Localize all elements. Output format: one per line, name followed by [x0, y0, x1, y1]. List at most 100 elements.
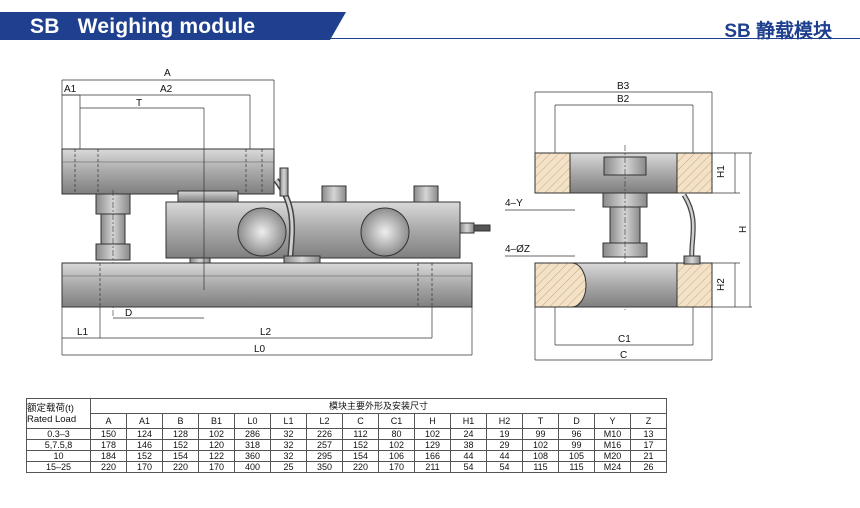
- column-header: A1: [126, 413, 163, 429]
- column-header: B1: [198, 413, 235, 429]
- column-header: L2: [306, 413, 343, 429]
- dim-label-a2: A2: [160, 84, 173, 95]
- table-cell: 122: [198, 450, 235, 462]
- cell-bolt-right: [413, 185, 439, 203]
- table-cell: 29: [486, 439, 523, 451]
- dim-label-t: T: [136, 98, 142, 109]
- table-cell: 120: [198, 439, 235, 451]
- table-cell: 226: [306, 428, 343, 440]
- table-cell: 19: [486, 428, 523, 440]
- header-banner: [0, 12, 346, 40]
- table-cell: 184: [90, 450, 127, 462]
- table-cell: 106: [378, 450, 415, 462]
- dim-label-l2: L2: [260, 327, 272, 338]
- table-cell: 154: [342, 450, 379, 462]
- table-group-header: 模块主要外形及安装尺寸: [89, 398, 668, 414]
- dim-label-h2: H2: [716, 278, 727, 291]
- side-view: B3 B2 H1 H H2 4–Y 4–ØZ C1 C: [505, 81, 752, 361]
- table-cell: 257: [306, 439, 343, 451]
- table-cell: 13: [629, 428, 668, 440]
- table-cell: 96: [558, 428, 595, 440]
- table-cell: 166: [414, 450, 451, 462]
- table-cell: 32: [270, 450, 307, 462]
- rated-load-cell: 5,7.5,8: [26, 439, 91, 451]
- front-view: A A1 A2 T D L1 L2 L0: [61, 68, 491, 356]
- table-cell: 220: [90, 461, 127, 473]
- table-cell: 211: [414, 461, 451, 473]
- table-cell: 360: [234, 450, 271, 462]
- table-cell: 112: [342, 428, 379, 440]
- table-cell: 102: [522, 439, 559, 451]
- table-cell: 170: [378, 461, 415, 473]
- rated-load-cn: 额定载荷(t): [27, 402, 74, 414]
- dim-label-h: H: [738, 226, 749, 233]
- table-cell: 178: [90, 439, 127, 451]
- table-cell: 295: [306, 450, 343, 462]
- table-cell: 21: [629, 450, 668, 462]
- table-cell: 152: [342, 439, 379, 451]
- table-cell: 152: [162, 439, 199, 451]
- table-cell: 128: [162, 428, 199, 440]
- load-cell-hole-right: [360, 207, 410, 257]
- dim-label-c: C: [620, 350, 627, 361]
- table-cell: 154: [162, 450, 199, 462]
- table-cell: 150: [90, 428, 127, 440]
- dim-label-b2: B2: [617, 94, 630, 105]
- table-cell: 318: [234, 439, 271, 451]
- dim-label-h1: H1: [716, 165, 727, 178]
- table-cell: 102: [198, 428, 235, 440]
- table-cell: 115: [522, 461, 559, 473]
- technical-drawing: A A1 A2 T D L1 L2 L0: [61, 68, 752, 361]
- rated-load-en: Rated Load: [27, 413, 77, 425]
- column-header: T: [522, 413, 559, 429]
- table-cell: 170: [198, 461, 235, 473]
- column-header: H1: [450, 413, 487, 429]
- table-cell: M20: [594, 450, 631, 462]
- table-cell: 170: [126, 461, 163, 473]
- table-cell: 146: [126, 439, 163, 451]
- table-cell: 286: [234, 428, 271, 440]
- table-cell: 99: [522, 428, 559, 440]
- load-cell-hole-left: [237, 207, 287, 257]
- rated-load-cell: 10: [26, 450, 91, 462]
- header-divider: [330, 38, 860, 39]
- table-cell: 350: [306, 461, 343, 473]
- column-header: Y: [594, 413, 631, 429]
- table-cell: 220: [162, 461, 199, 473]
- table-cell: 102: [414, 428, 451, 440]
- column-header: A: [90, 413, 127, 429]
- table-cell: 44: [450, 450, 487, 462]
- column-header: C: [342, 413, 379, 429]
- table-cell: M24: [594, 461, 631, 473]
- rated-load-cell: 0.3–3: [26, 428, 91, 440]
- table-cell: M10: [594, 428, 631, 440]
- table-corner-header: 额定载荷(t) Rated Load: [26, 398, 91, 429]
- table-cell: 24: [450, 428, 487, 440]
- table-cell: 99: [558, 439, 595, 451]
- cell-bolt-left: [321, 185, 347, 203]
- column-header: C1: [378, 413, 415, 429]
- dim-label-a: A: [164, 68, 171, 79]
- dim-label-c1: C1: [618, 334, 631, 345]
- base-plate: [61, 262, 473, 308]
- dim-label-l0: L0: [254, 344, 266, 355]
- load-cell-body: [165, 201, 461, 259]
- page-title-chinese: SB 静载模块: [724, 21, 832, 42]
- dim-label-l1: L1: [77, 327, 89, 338]
- table-cell: 220: [342, 461, 379, 473]
- column-header: H: [414, 413, 451, 429]
- table-cell: 54: [486, 461, 523, 473]
- table-cell: 17: [629, 439, 668, 451]
- rated-load-cell: 15–25: [26, 461, 91, 473]
- table-cell: 115: [558, 461, 595, 473]
- dim-label-y: 4–Y: [505, 198, 523, 209]
- table-cell: 80: [378, 428, 415, 440]
- column-header: L1: [270, 413, 307, 429]
- column-header: H2: [486, 413, 523, 429]
